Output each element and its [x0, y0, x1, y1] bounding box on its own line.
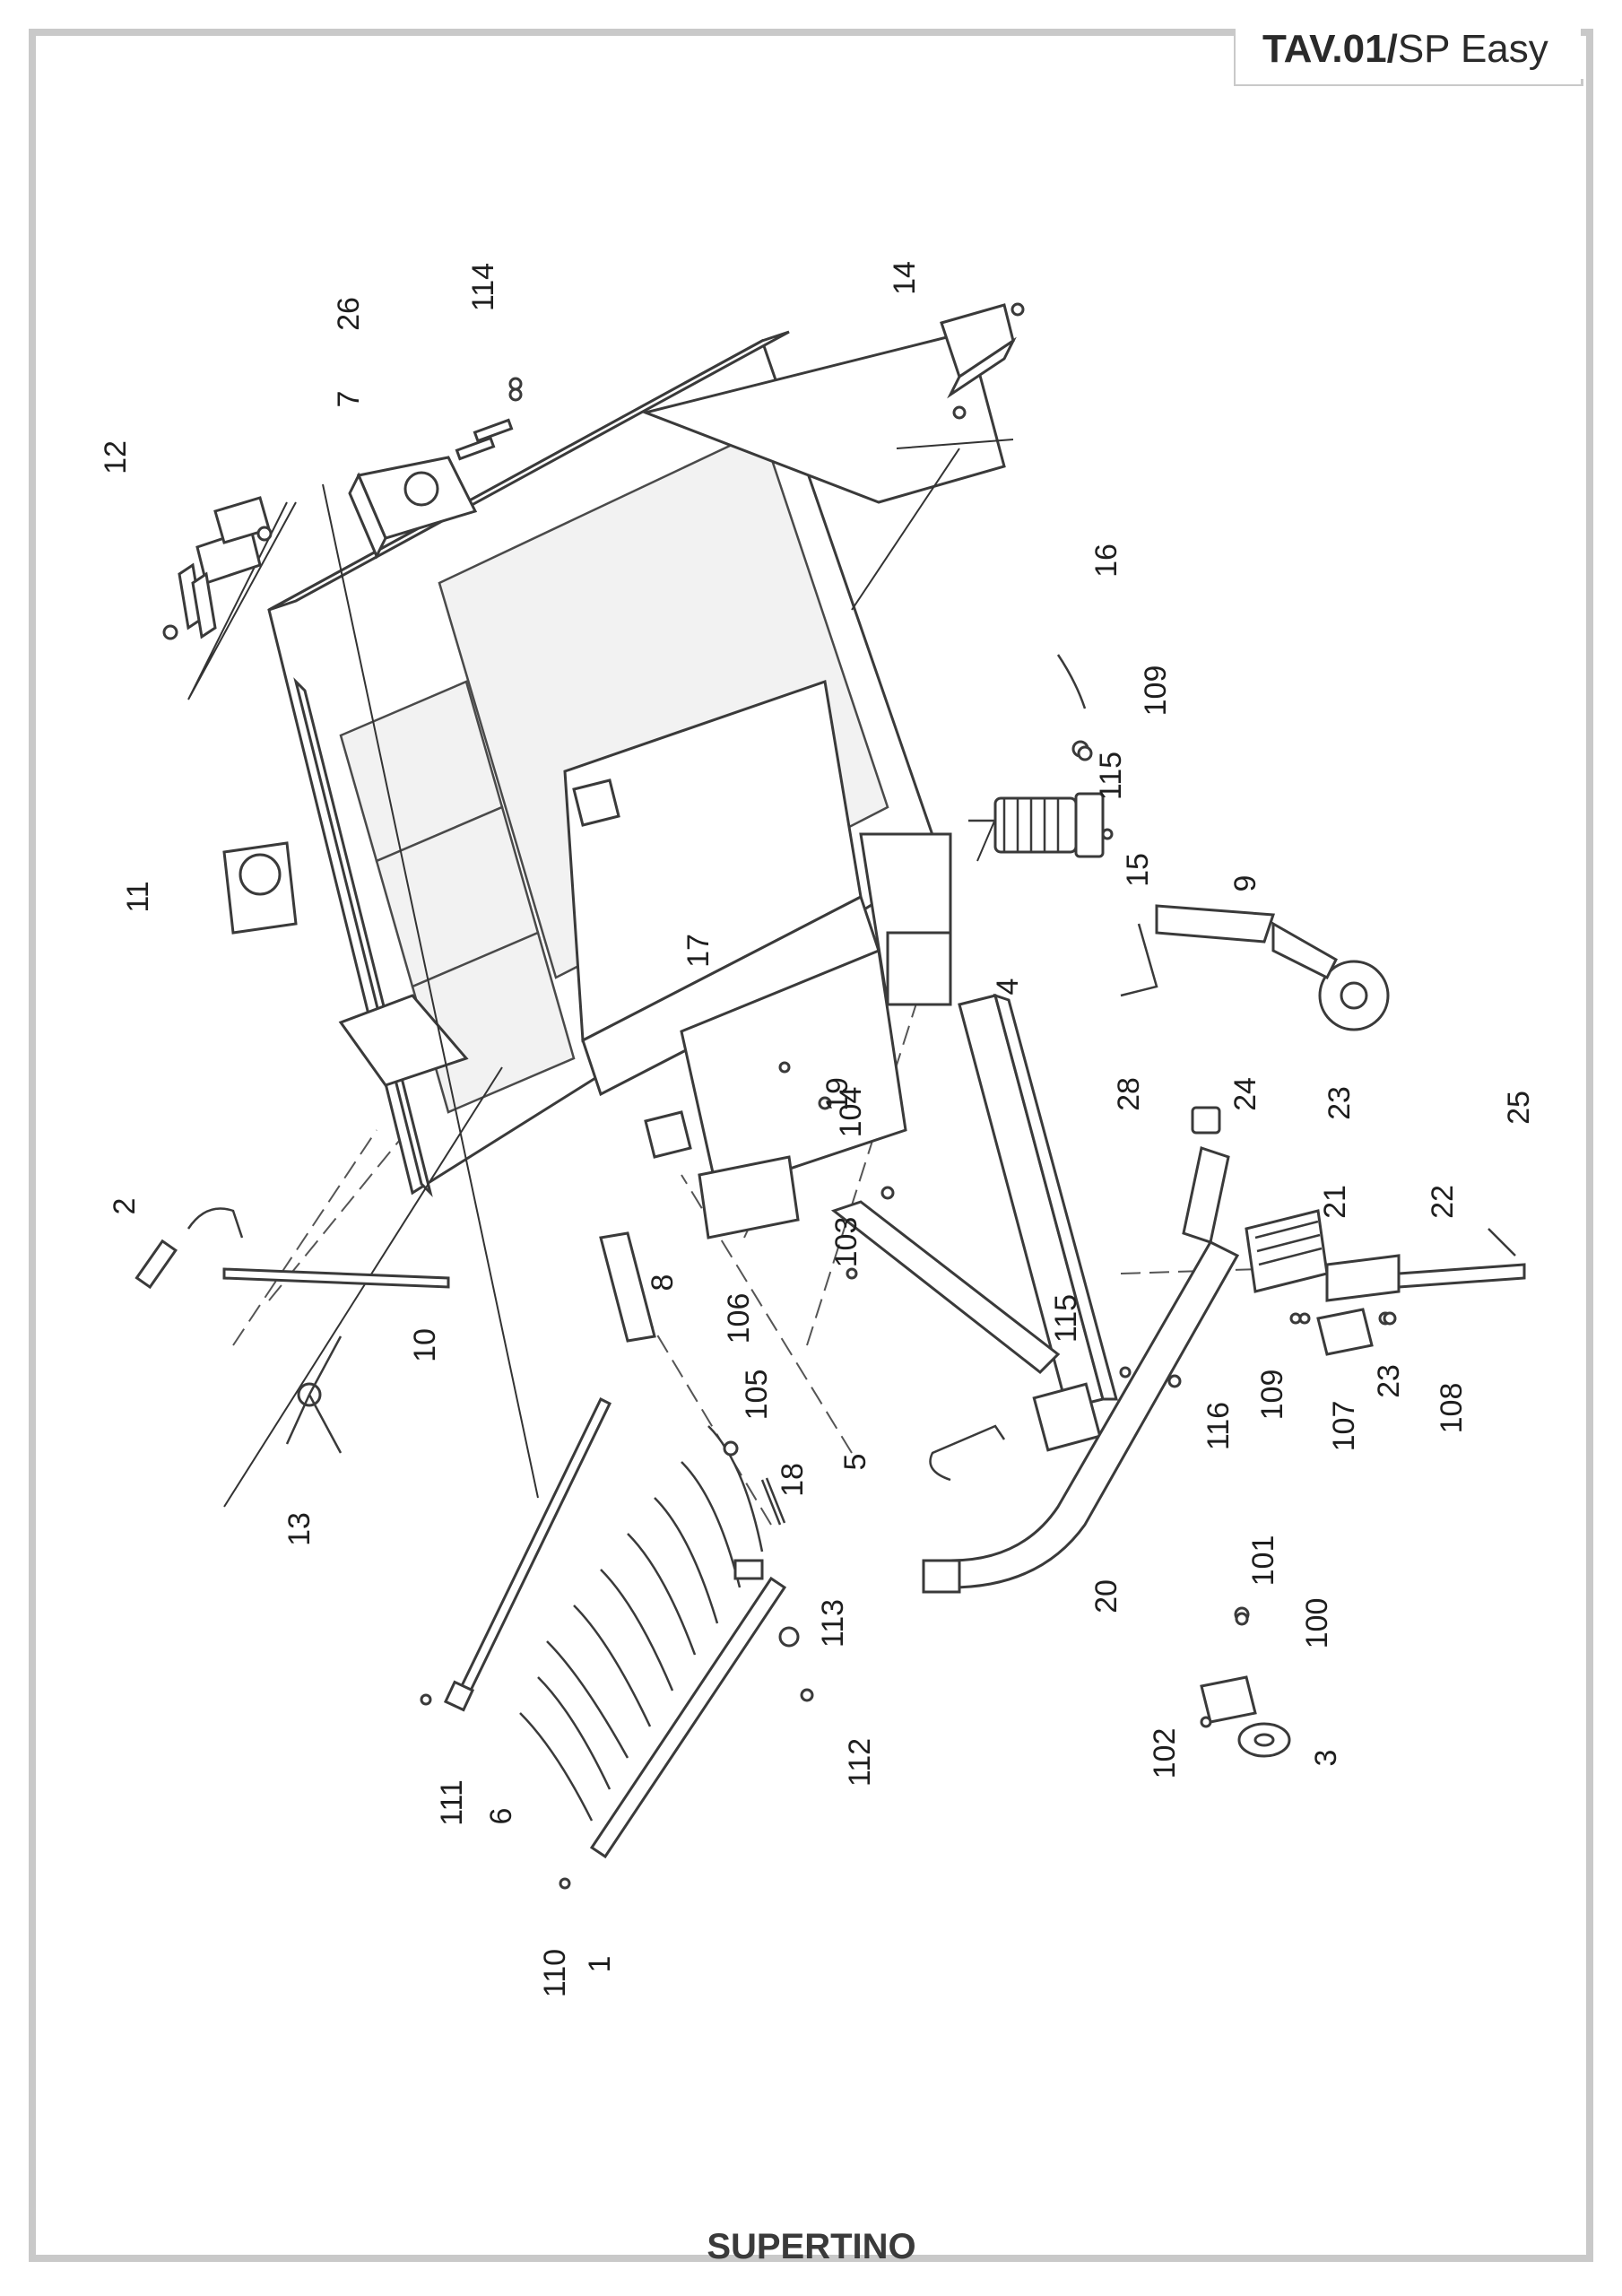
part-28-cap	[1191, 1106, 1221, 1135]
callout-102: 102	[1148, 1728, 1182, 1779]
callout-114: 114	[466, 263, 500, 311]
callout-107: 107	[1327, 1401, 1361, 1452]
callout-104: 104	[834, 1087, 868, 1138]
part-13-spinner	[285, 1335, 343, 1454]
part-7-bracket	[348, 456, 478, 560]
callout-12: 12	[99, 440, 133, 474]
callout-13: 13	[282, 1512, 317, 1546]
callout-110: 110	[538, 1949, 572, 1997]
callout-17: 17	[681, 934, 716, 968]
brand-name: SUPERTINO	[707, 2227, 915, 2266]
callout-4: 4	[991, 978, 1025, 996]
part-9-jack	[1120, 904, 1390, 1031]
callout-112: 112	[843, 1738, 877, 1787]
callout-109: 109	[1139, 665, 1173, 717]
part-22-post	[1397, 1228, 1526, 1289]
callout-7: 7	[332, 391, 366, 408]
hopper-frame	[222, 330, 1006, 1239]
part-20-drawbar	[922, 1146, 1240, 1594]
callout-23: 23	[1323, 1086, 1357, 1120]
callout-108: 108	[1435, 1383, 1469, 1434]
callout-14: 14	[888, 261, 922, 295]
callout-116: 116	[1201, 1402, 1236, 1450]
callout-109: 109	[1255, 1370, 1289, 1421]
part-21-step	[1245, 1209, 1401, 1302]
callout-5: 5	[838, 1454, 872, 1471]
part-1-rake	[519, 1425, 787, 1859]
callout-23: 23	[1372, 1364, 1406, 1398]
callout-15: 15	[1121, 853, 1155, 887]
callout-26: 26	[332, 297, 366, 331]
title-code: TAV.01/	[1262, 27, 1398, 71]
callout-8: 8	[646, 1274, 680, 1292]
callout-111: 111	[435, 1779, 469, 1826]
part-16-hose	[1056, 654, 1089, 758]
callout-9: 9	[1228, 875, 1262, 892]
callout-1: 1	[583, 1956, 617, 1973]
part-4-beam	[830, 993, 1118, 1452]
callout-11: 11	[121, 881, 155, 912]
callout-20: 20	[1089, 1579, 1123, 1613]
sheet-frame	[29, 29, 1593, 2262]
title-model: SP Easy	[1397, 27, 1548, 71]
callout-115: 115	[1049, 1294, 1083, 1343]
sheet-title: TAV.01/SP Easy	[1262, 27, 1548, 72]
callout-105: 105	[740, 1370, 774, 1421]
callout-101: 101	[1246, 1535, 1280, 1587]
part-12-brackets	[162, 496, 273, 640]
part-3-hitch	[1200, 1606, 1291, 1758]
callout-21: 21	[1318, 1185, 1352, 1219]
callout-106: 106	[722, 1293, 756, 1344]
callout-18: 18	[776, 1463, 810, 1497]
callout-24: 24	[1228, 1077, 1262, 1111]
callout-10: 10	[408, 1328, 442, 1362]
callout-22: 22	[1426, 1185, 1460, 1219]
callout-113: 113	[816, 1599, 850, 1648]
callout-25: 25	[1502, 1091, 1536, 1125]
part-26-pins	[455, 387, 523, 461]
title-tab	[1236, 29, 1581, 84]
callout-6: 6	[484, 1808, 518, 1825]
part-6-shaft	[443, 1396, 612, 1712]
part-15-motor	[968, 792, 1105, 858]
part-10-rod	[134, 1207, 450, 1290]
supertino-logo: SUPERTINO	[707, 2227, 915, 2266]
part-5-handle	[929, 1424, 1006, 1482]
callout-100: 100	[1300, 1598, 1334, 1649]
part-14-guard	[940, 302, 1025, 420]
callout-16: 16	[1089, 544, 1123, 578]
callout-3: 3	[1309, 1750, 1343, 1767]
callout-2: 2	[108, 1198, 142, 1215]
callout-115: 115	[1094, 752, 1128, 800]
part-18-spring	[733, 1477, 786, 1580]
callout-103: 103	[829, 1217, 863, 1268]
callout-19: 19	[820, 1077, 854, 1111]
fasteners	[420, 377, 1397, 1890]
callout-28: 28	[1112, 1077, 1146, 1111]
part-8-bar	[599, 1231, 656, 1343]
